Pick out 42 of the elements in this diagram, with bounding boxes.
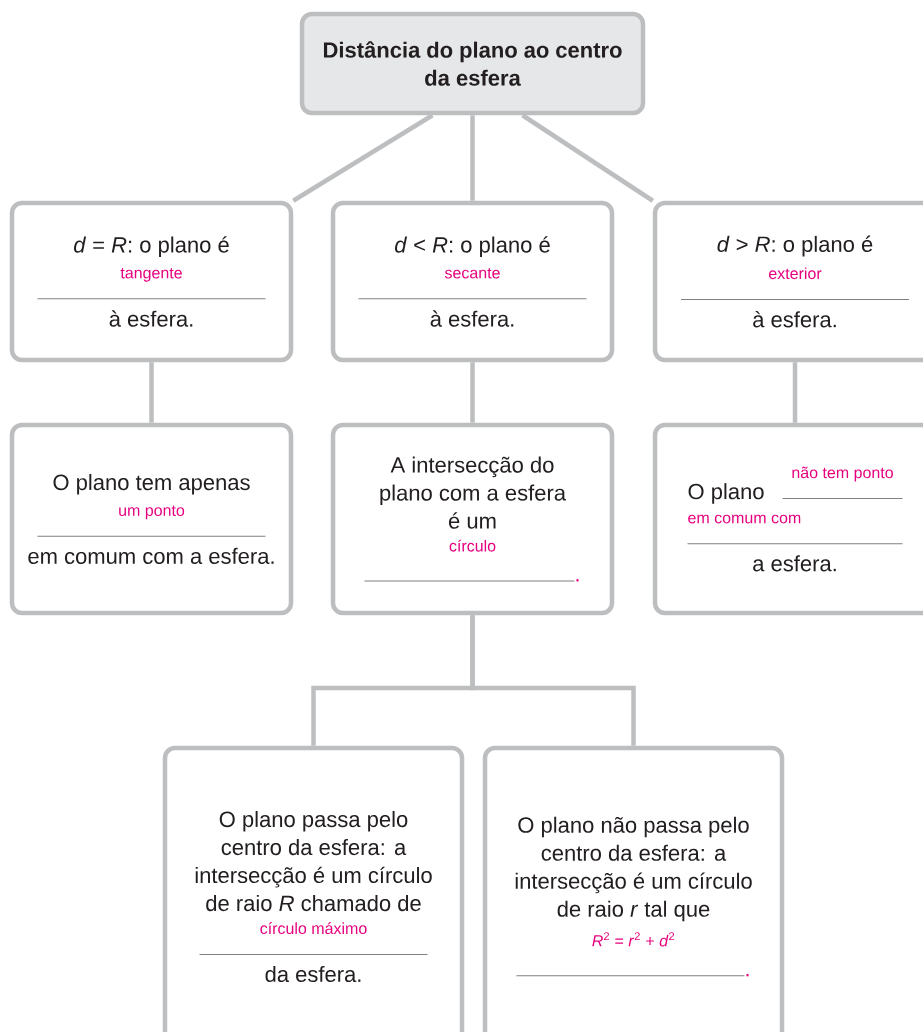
statement-box — [652, 200, 923, 363]
statement-text: d > R: o plano é — [717, 235, 873, 257]
connector-line — [470, 115, 475, 201]
answer-text: círculo máximo — [260, 922, 367, 935]
statement-text: da esfera. — [265, 965, 361, 983]
statement-text: à esfera. — [430, 310, 514, 327]
statement-text: a esfera. — [753, 555, 836, 572]
connector-line — [521, 113, 654, 203]
statement-text: à esfera. — [109, 310, 193, 327]
statement-text: O plano tem apenas — [53, 474, 250, 495]
statement-text: O plano não passa pelo centro da esfera: a intersecção é um círculo de raio r tal que — [515, 816, 752, 922]
connector-line — [149, 362, 154, 423]
period-text: . — [746, 973, 749, 977]
statement-text: em comum com a esfera. — [28, 547, 274, 564]
connector-line — [792, 362, 798, 423]
statement-box — [162, 745, 465, 1032]
statement-text: A intersecção do plano com a esfera é um — [380, 456, 566, 529]
statement-box — [482, 745, 785, 1032]
answer-text: R$^{2}$ = r$^{2}$ + d$^{2}$ — [592, 932, 675, 947]
answer-text: círculo — [449, 539, 496, 552]
answer-text: um ponto — [119, 505, 185, 520]
statement-box — [330, 200, 615, 363]
answer-text: não tem ponto — [792, 466, 893, 482]
connector-line — [470, 362, 475, 423]
answer-text: secante — [444, 268, 500, 279]
statement-text: à esfera. — [753, 310, 836, 328]
connector-line — [470, 615, 636, 746]
connector-line — [292, 113, 434, 203]
heading-box — [299, 11, 646, 116]
heading-text: Distância do plano ao centro da esfera — [324, 41, 622, 86]
statement-text: O plano passa pelo centro da esfera: a intersecção é um círculo de raio R chamado de — [195, 810, 432, 912]
statement-text: d < R: o plano é — [395, 236, 550, 257]
statement-box — [9, 200, 294, 363]
statement-box — [330, 422, 615, 616]
answer-text: exterior — [769, 267, 822, 280]
period-text: . — [576, 579, 579, 582]
answer-text: tangente — [120, 268, 182, 282]
statement-text: d = R: o plano é — [73, 236, 229, 257]
answer-text: em comum com — [688, 514, 801, 524]
statement-box — [652, 422, 923, 616]
statement-box — [9, 422, 294, 616]
statement-text: O plano — [688, 483, 764, 504]
